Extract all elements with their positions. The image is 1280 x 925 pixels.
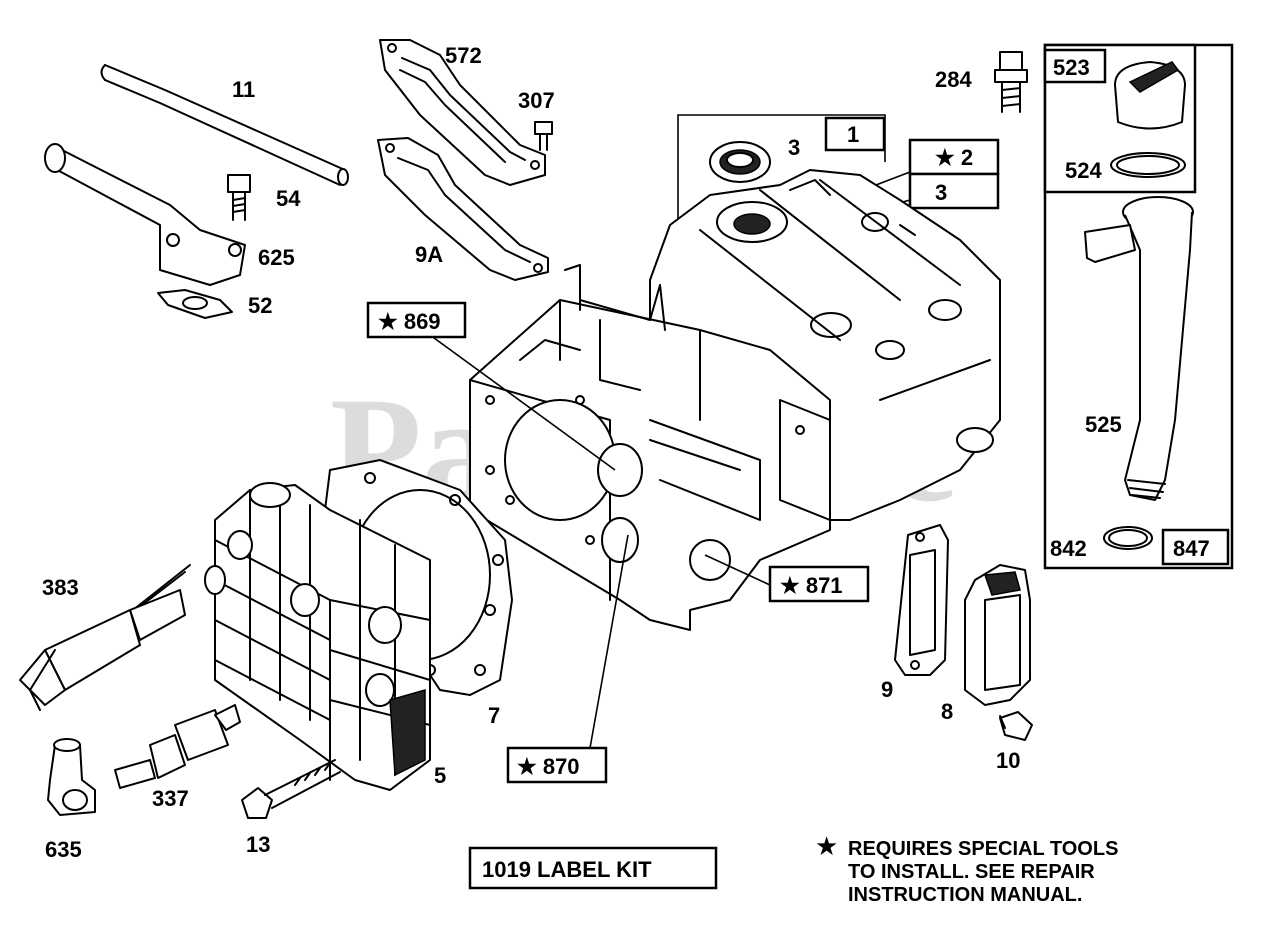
svg-text:3: 3	[935, 180, 947, 205]
svg-text:★ 2: ★ 2	[935, 145, 973, 170]
svg-text:847: 847	[1173, 536, 1210, 561]
part-842-o-ring[interactable]	[1103, 526, 1153, 550]
label-box-847[interactable]: 847	[1161, 528, 1230, 566]
label-8: 8	[941, 699, 953, 724]
part-635-boot[interactable]	[47, 738, 96, 816]
label-284: 284	[935, 67, 972, 92]
special-tools-note: ★ REQUIRES SPECIAL TOOLS TO INSTALL. SEE…	[815, 832, 1118, 906]
note-line-1: REQUIRES SPECIAL TOOLS	[848, 838, 1118, 860]
label-5: 5	[434, 763, 446, 788]
label-9: 9	[881, 677, 893, 702]
label-7: 7	[488, 703, 500, 728]
label-524: 524	[1065, 158, 1102, 183]
part-13-bolt[interactable]	[241, 759, 341, 819]
label-9a: 9A	[415, 242, 443, 267]
part-9-gasket[interactable]	[894, 524, 949, 676]
label-52: 52	[248, 293, 272, 318]
label-13: 13	[246, 832, 270, 857]
label-337: 337	[152, 786, 189, 811]
label-572: 572	[445, 43, 482, 68]
label-307: 307	[518, 88, 555, 113]
svg-text:1: 1	[847, 122, 859, 147]
label-842: 842	[1050, 536, 1087, 561]
part-284-plug[interactable]	[994, 51, 1028, 113]
label-3-top: 3	[788, 135, 800, 160]
leader-871	[704, 554, 771, 586]
leader-870	[589, 534, 629, 749]
svg-text:523: 523	[1053, 55, 1090, 80]
part-8-cover[interactable]	[964, 564, 1031, 706]
part-54-bolt[interactable]	[227, 174, 251, 221]
part-337-spark-plug[interactable]	[114, 704, 241, 789]
part-5-cylinder-head[interactable]	[204, 482, 431, 791]
part-crankcase-cylinder[interactable]	[469, 169, 1001, 631]
svg-text:★ 870: ★ 870	[517, 754, 580, 779]
part-11-tube[interactable]	[100, 64, 349, 186]
part-625-intake-tube[interactable]	[44, 143, 246, 286]
label-635: 635	[45, 837, 82, 862]
part-383-tool[interactable]	[19, 564, 191, 711]
star-icon: ★	[815, 832, 838, 862]
label-11: 11	[232, 77, 255, 102]
svg-text:★ 871: ★ 871	[780, 573, 843, 598]
part-572-gasket[interactable]	[379, 39, 546, 186]
label-625: 625	[258, 245, 295, 270]
label-10: 10	[996, 748, 1020, 773]
label-box-871[interactable]: ★ 871	[768, 565, 870, 603]
label-box-870[interactable]: ★ 870	[506, 746, 608, 784]
label-box-2-3[interactable]: ★ 2 3	[908, 138, 1000, 210]
part-3-oil-seal[interactable]	[709, 141, 771, 183]
part-523-cap[interactable]	[1114, 61, 1186, 130]
svg-text:1019 LABEL KIT: 1019 LABEL KIT	[482, 857, 652, 882]
note-line-2: TO INSTALL. SEE REPAIR	[848, 861, 1095, 883]
label-525: 525	[1085, 412, 1122, 437]
part-10-screw[interactable]	[999, 711, 1033, 741]
part-525-dipstick-tube[interactable]	[1084, 196, 1194, 501]
leader-869	[429, 334, 616, 471]
label-54: 54	[276, 186, 301, 211]
svg-text:★ 869: ★ 869	[378, 309, 441, 334]
label-box-869[interactable]: ★ 869	[366, 301, 467, 339]
part-52-gasket[interactable]	[157, 289, 233, 319]
part-9a-gasket[interactable]	[377, 137, 549, 281]
note-line-3: INSTRUCTION MANUAL.	[848, 884, 1082, 906]
label-box-1[interactable]: 1	[824, 116, 886, 152]
part-307-screw[interactable]	[534, 121, 553, 151]
label-box-523[interactable]: 523	[1043, 48, 1107, 84]
label-383: 383	[42, 575, 79, 600]
part-524-o-ring[interactable]	[1110, 152, 1186, 178]
label-kit-box[interactable]: 1019 LABEL KIT	[468, 846, 718, 890]
